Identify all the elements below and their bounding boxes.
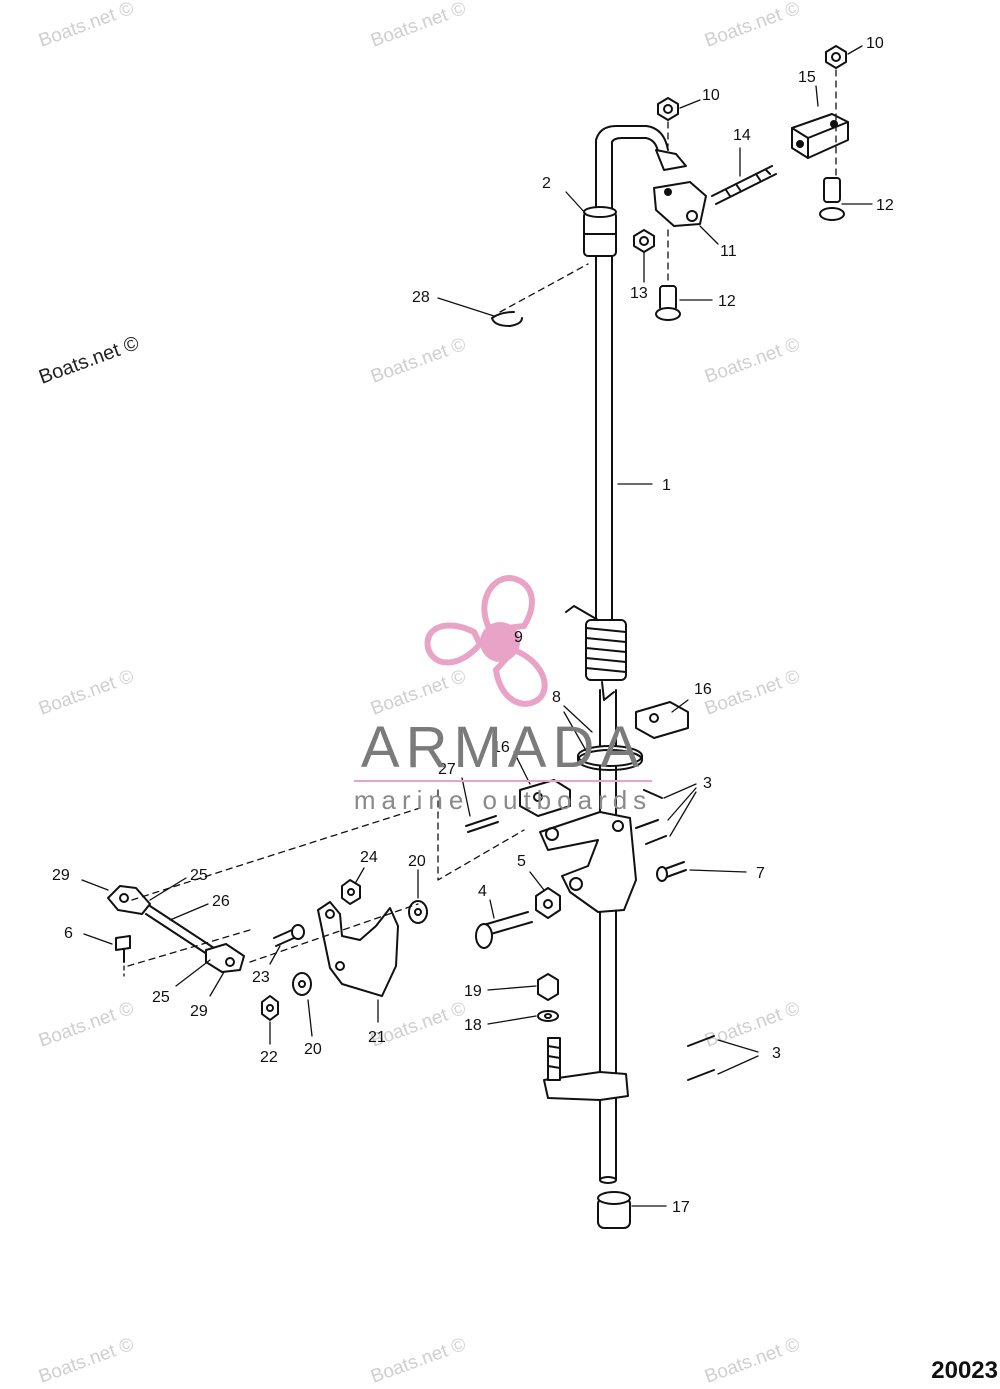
top-link-assembly: [653, 113, 849, 227]
callout-2: 2: [542, 175, 551, 192]
cam-bracket: [539, 811, 637, 913]
callout-10: 10: [702, 87, 720, 104]
callout-6: 6: [64, 925, 73, 942]
callout-29: 29: [190, 1003, 208, 1020]
brand-logo: ARMADA marine outboards: [348, 718, 658, 814]
propeller-icon: [424, 574, 548, 707]
callout-21: 21: [368, 1029, 386, 1046]
nut-group-top: [633, 45, 847, 253]
callout-15: 15: [798, 69, 816, 86]
roll-pins: [635, 789, 715, 1081]
figure-number: 20023: [931, 1357, 998, 1384]
callout-20: 20: [408, 853, 426, 870]
e-clip: [491, 311, 523, 327]
callout-3: 3: [772, 1045, 781, 1062]
link-rod-assembly: [107, 885, 245, 973]
callout-29: 29: [52, 867, 70, 884]
screw-assembly: [475, 861, 687, 949]
callout-28: 28: [412, 289, 430, 306]
pickup-plate: [317, 901, 399, 997]
callout-18: 18: [464, 1017, 482, 1034]
callout-24: 24: [360, 849, 378, 866]
callout-12: 12: [876, 197, 894, 214]
brand-divider: [354, 780, 652, 782]
callout-13: 13: [630, 285, 648, 302]
callout-25: 25: [152, 989, 170, 1006]
callout-7: 7: [756, 865, 765, 882]
callout-16: 16: [492, 739, 510, 756]
callout-8: 8: [552, 689, 561, 706]
callout-14: 14: [733, 127, 751, 144]
callout-5: 5: [517, 853, 526, 870]
callout-3: 3: [703, 775, 712, 792]
callout-11: 11: [720, 243, 737, 260]
callout-20: 20: [304, 1041, 322, 1058]
stud-group: [655, 177, 845, 321]
torsion-spring: [565, 605, 627, 701]
callout-1: 1: [662, 477, 671, 494]
part-callouts: 1 2 3 3 4 5 6 7 8 9 10 10 11 12 12 13 14…: [52, 35, 894, 1216]
bottom-bushing: [597, 1191, 631, 1229]
callout-26: 26: [212, 893, 230, 910]
callout-4: 4: [478, 883, 487, 900]
callout-16: 16: [694, 681, 712, 698]
shaft-collar: [577, 745, 643, 771]
leader-lines: [81, 45, 873, 1207]
small-hardware: [115, 815, 559, 1022]
brand-tagline: marine outboards: [353, 785, 653, 815]
shaft-bushing: [583, 206, 617, 257]
callout-10: 10: [866, 35, 884, 52]
callout-19: 19: [464, 983, 482, 1000]
callout-17: 17: [672, 1199, 690, 1216]
brand-name: ARMADA: [360, 715, 646, 780]
callout-12: 12: [718, 293, 736, 310]
callout-27: 27: [438, 761, 456, 778]
callout-23: 23: [252, 969, 270, 986]
nylon-blocks: [519, 701, 689, 817]
lower-lever: [543, 1037, 629, 1101]
callout-25: 25: [190, 867, 208, 884]
callout-22: 22: [260, 1049, 278, 1066]
callout-9: 9: [514, 629, 523, 646]
